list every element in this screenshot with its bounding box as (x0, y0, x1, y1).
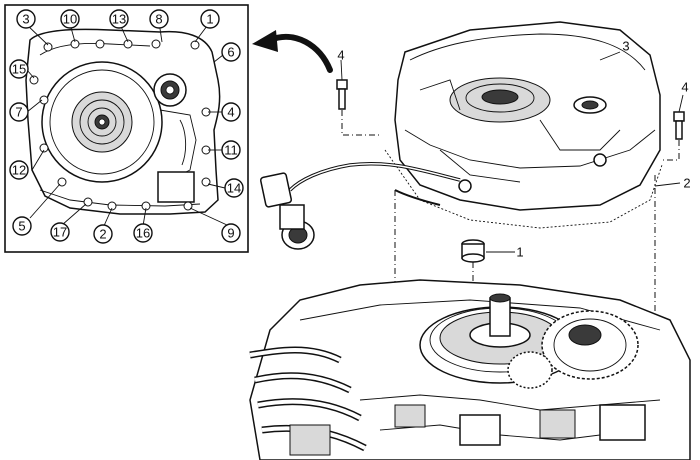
svg-text:7: 7 (15, 105, 22, 120)
label-2: 2 (683, 176, 690, 191)
callout-1: 1 (200, 9, 220, 29)
callout-8: 8 (149, 9, 169, 29)
svg-text:11: 11 (224, 143, 238, 158)
svg-text:14: 14 (227, 181, 241, 196)
inset-cover-illustration (25, 28, 221, 215)
callout-13: 13 (109, 9, 129, 29)
callout-5: 5 (12, 216, 32, 236)
callout-14: 14 (224, 178, 244, 198)
label-4-right: 4 (681, 80, 688, 95)
svg-text:4: 4 (227, 105, 234, 120)
callout-12: 12 (9, 160, 29, 180)
seal-sleeve-illustration (461, 239, 485, 263)
svg-text:2: 2 (99, 227, 106, 242)
bolt-right-icon (673, 111, 685, 140)
callout-11: 11 (221, 140, 241, 160)
svg-text:6: 6 (227, 45, 234, 60)
svg-text:15: 15 (12, 62, 26, 77)
label-4-left: 4 (337, 48, 344, 63)
bolt-left-icon (336, 79, 348, 110)
curved-arrow-icon (252, 30, 333, 73)
inset-leader-lines (25, 21, 228, 229)
callout-15: 15 (9, 59, 29, 79)
svg-text:16: 16 (136, 226, 150, 241)
wiring-harness-illustration (259, 161, 461, 250)
svg-text:13: 13 (112, 12, 126, 27)
transmission-assembly-illustration (249, 279, 691, 460)
callout-16: 16 (133, 223, 153, 243)
main-labels: 4 3 4 2 1 (337, 39, 690, 260)
label-1: 1 (516, 245, 523, 260)
callout-7: 7 (9, 102, 29, 122)
svg-text:9: 9 (227, 226, 234, 241)
svg-text:8: 8 (155, 12, 162, 27)
callout-2: 2 (93, 224, 113, 244)
callout-17: 17 (50, 222, 70, 242)
inset-callouts: 3 10 13 8 1 6 15 7 4 11 12 14 5 17 2 16 … (9, 9, 244, 244)
svg-text:3: 3 (22, 12, 29, 27)
main-leader-lines (340, 51, 684, 253)
callout-9: 9 (221, 223, 241, 243)
case-cover-illustration (394, 21, 661, 211)
svg-text:17: 17 (53, 225, 67, 240)
svg-text:5: 5 (18, 219, 25, 234)
svg-text:1: 1 (206, 12, 213, 27)
callout-10: 10 (60, 9, 80, 29)
callout-6: 6 (221, 42, 241, 62)
callout-4: 4 (221, 102, 241, 122)
label-3: 3 (622, 39, 629, 54)
svg-text:10: 10 (63, 12, 77, 27)
svg-text:12: 12 (12, 163, 26, 178)
callout-3: 3 (16, 9, 36, 29)
